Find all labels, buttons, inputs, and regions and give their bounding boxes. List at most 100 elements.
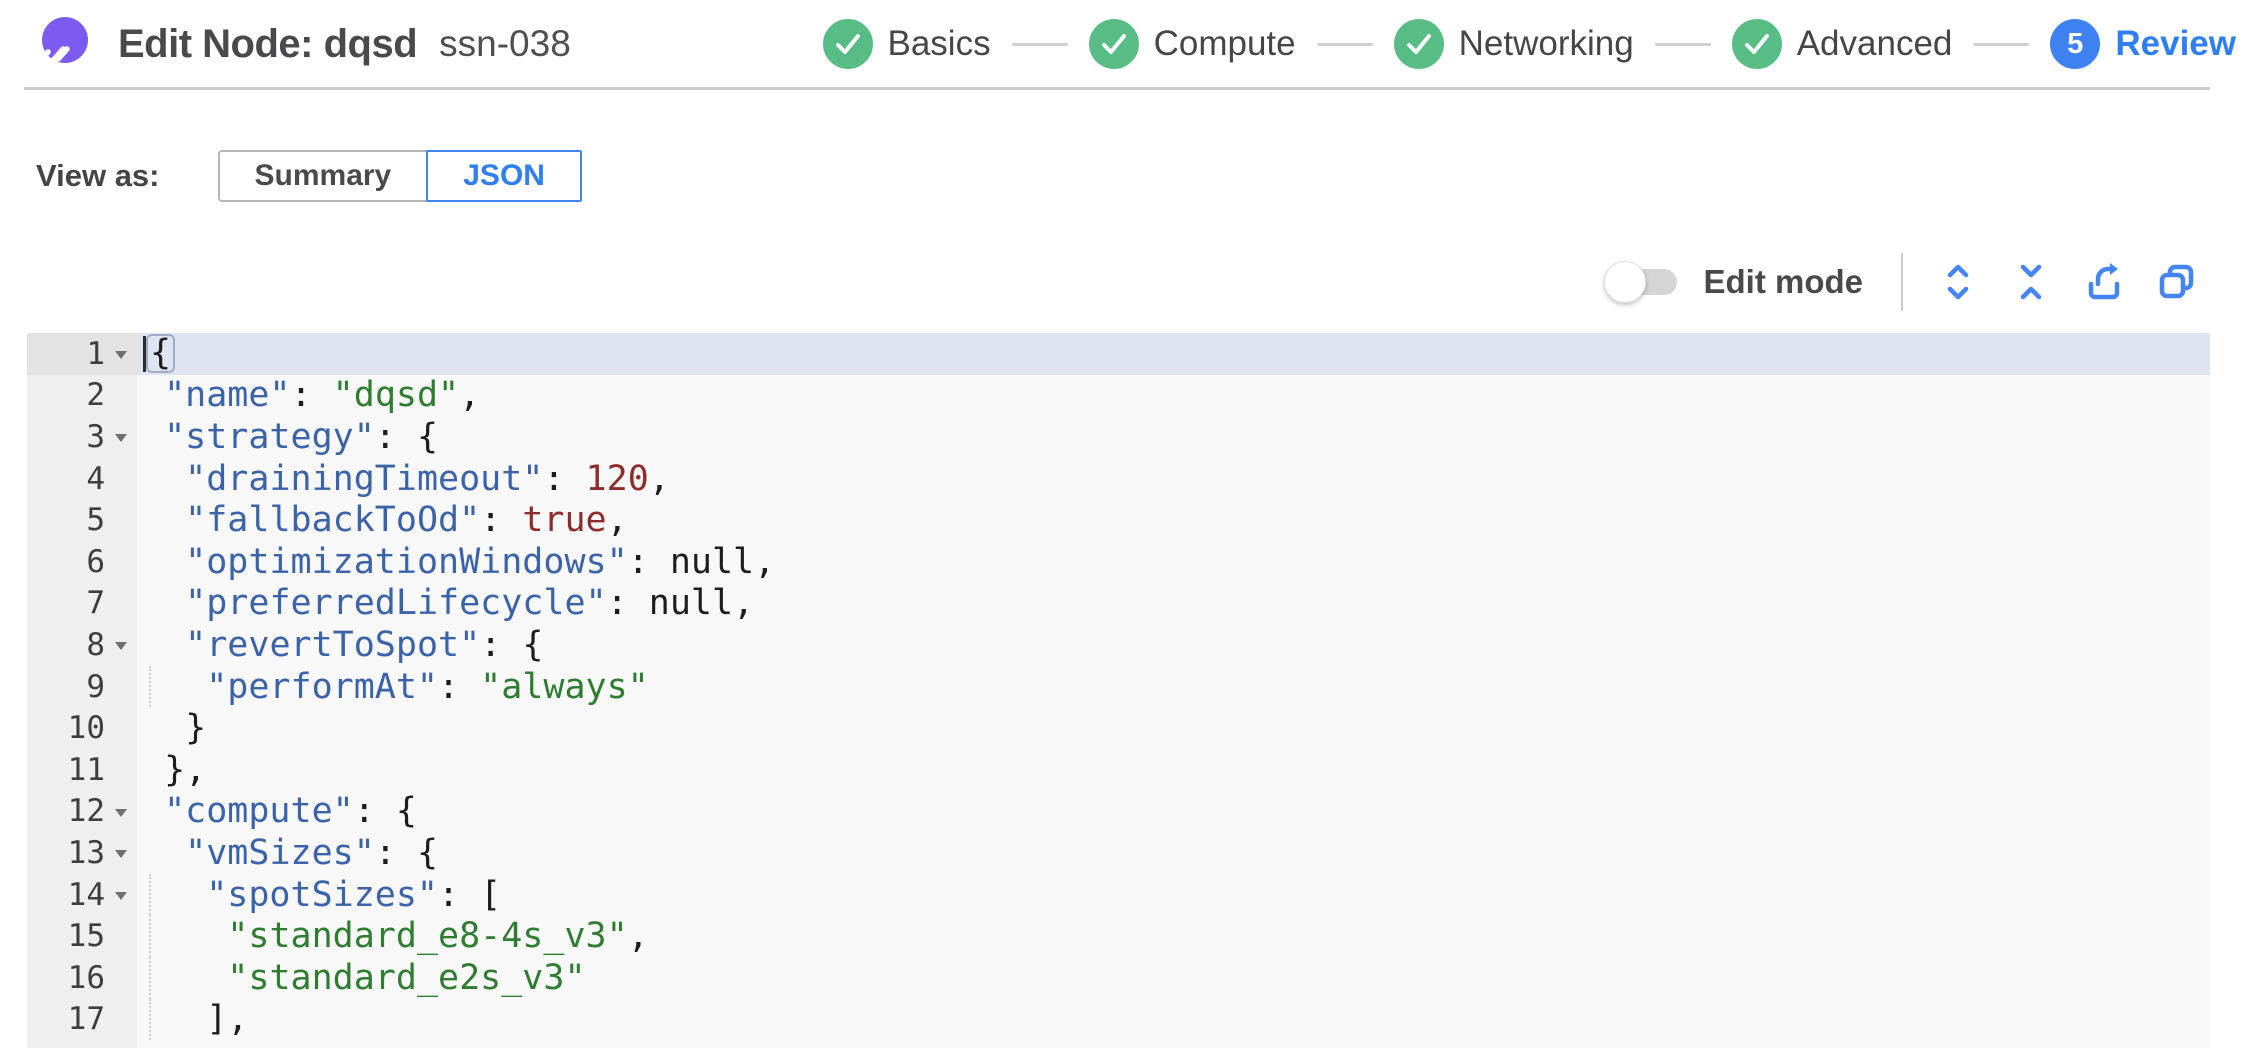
- code-token: "fallbackToOd": [185, 500, 481, 541]
- fold-toggle[interactable]: [105, 416, 137, 458]
- toggle-knob[interactable]: [1604, 261, 1647, 303]
- code-line-text[interactable]: "performAt": "always": [137, 665, 2210, 708]
- line-number-cell: 12: [27, 791, 137, 833]
- indent-guide: [149, 998, 151, 1041]
- edit-mode-toggle[interactable]: [1604, 261, 1678, 303]
- code-line-text[interactable]: "drainingTimeout": 120,: [137, 458, 2210, 500]
- fold-slot-empty: [105, 999, 137, 1041]
- code-token: "revertToSpot": [185, 624, 481, 665]
- code-line-text[interactable]: "preferredLifecycle": null,: [137, 583, 2210, 625]
- check-circle-icon: [1731, 19, 1782, 69]
- fold-toggle[interactable]: [105, 874, 137, 916]
- json-code-editor[interactable]: 1{2 "name": "dqsd",3 "strategy": {4 "dra…: [27, 333, 2210, 1048]
- line-number: 12: [67, 793, 105, 830]
- code-line: 17 ],: [27, 998, 2210, 1041]
- code-line: 16 "standard_e2s_v3": [27, 956, 2210, 999]
- fold-arrow-icon: [115, 808, 127, 817]
- code-token: null: [669, 541, 755, 582]
- code-token: "spotSizes": [206, 874, 439, 915]
- code-line-text[interactable]: "spotSizes": [: [137, 873, 2210, 916]
- code-token: "vmSizes": [185, 832, 375, 873]
- code-token: : {: [353, 791, 417, 832]
- code-line-text[interactable]: "vmSizes": {: [137, 832, 2210, 874]
- line-number-cell: 4: [27, 458, 137, 500]
- step-compute[interactable]: Compute: [1088, 19, 1296, 69]
- code-line-text[interactable]: "revertToSpot": {: [137, 624, 2210, 666]
- code-token: "drainingTimeout": [185, 458, 544, 499]
- fold-arrow-icon: [115, 892, 127, 901]
- code-line-text[interactable]: "name": "dqsd",: [137, 375, 2210, 417]
- code-token: "optimizationWindows": [185, 541, 628, 582]
- line-number-cell: 9: [27, 666, 137, 708]
- code-line-text[interactable]: "optimizationWindows": null,: [137, 541, 2210, 583]
- fold-toggle[interactable]: [105, 333, 137, 375]
- code-line-text[interactable]: ],: [137, 998, 2210, 1041]
- view-as-summary-button[interactable]: Summary: [217, 150, 429, 202]
- code-line-text[interactable]: "fallbackToOd": true,: [137, 499, 2210, 541]
- code-line-text[interactable]: },: [137, 749, 2210, 791]
- code-token: "preferredLifecycle": [185, 583, 607, 624]
- code-token: "standard_e2s_v3": [227, 957, 586, 998]
- fold-toggle[interactable]: [105, 832, 137, 874]
- code-token: ,: [733, 583, 755, 624]
- line-number-cell: 8: [27, 624, 137, 666]
- check-circle-icon: [822, 19, 873, 69]
- code-token: 120: [585, 458, 649, 499]
- step-advanced[interactable]: Advanced: [1731, 19, 1952, 69]
- code-line: 12 "compute": {: [27, 791, 2210, 833]
- code-token: ,: [754, 541, 776, 582]
- fold-slot-empty: [105, 749, 137, 791]
- matched-bracket: {: [146, 334, 176, 374]
- code-token: "compute": [164, 791, 354, 832]
- step-label: Basics: [887, 24, 991, 63]
- code-line-text[interactable]: "standard_e2s_v3": [137, 956, 2210, 999]
- step-number-badge: 5: [2050, 19, 2101, 69]
- step-label: Networking: [1458, 24, 1634, 63]
- code-token: "strategy": [164, 416, 375, 457]
- code-token: "name": [164, 375, 291, 416]
- code-line: 15 "standard_e8-4s_v3",: [27, 915, 2210, 957]
- code-line: 14 "spotSizes": [: [27, 873, 2210, 916]
- code-line-text[interactable]: }: [137, 707, 2210, 749]
- code-line-text[interactable]: "compute": {: [137, 791, 2210, 833]
- step-networking[interactable]: Networking: [1393, 19, 1634, 69]
- collapse-all-icon[interactable]: [2010, 261, 2052, 303]
- code-token: "standard_e8-4s_v3": [227, 916, 628, 957]
- code-line-text[interactable]: "strategy": {: [137, 416, 2210, 458]
- fold-arrow-icon: [115, 642, 127, 651]
- spot-logo-icon: [38, 17, 88, 67]
- fold-toggle[interactable]: [105, 791, 137, 833]
- code-token: ,: [627, 916, 649, 957]
- step-label: Review: [2115, 24, 2236, 63]
- code-token: :: [290, 375, 333, 416]
- line-number: 11: [67, 751, 105, 788]
- line-number: 4: [86, 460, 105, 497]
- export-icon[interactable]: [2083, 261, 2125, 303]
- code-line-text[interactable]: "standard_e8-4s_v3",: [137, 915, 2210, 957]
- node-id: ssn-038: [439, 23, 571, 64]
- copy-icon[interactable]: [2156, 261, 2198, 303]
- code-token: }: [185, 708, 207, 749]
- code-line: 2 "name": "dqsd",: [27, 375, 2210, 417]
- expand-all-icon[interactable]: [1937, 261, 1979, 303]
- line-number-cell: 2: [27, 375, 137, 417]
- line-number: 17: [67, 1001, 105, 1038]
- code-token: "always": [480, 666, 649, 707]
- step-connector: [1316, 42, 1373, 46]
- code-token: :: [606, 583, 649, 624]
- code-line: 9 "performAt": "always": [27, 665, 2210, 708]
- fold-toggle[interactable]: [105, 624, 137, 666]
- line-number: 2: [86, 377, 105, 414]
- step-review[interactable]: 5 Review: [2050, 19, 2236, 69]
- code-token: : {: [374, 832, 439, 873]
- fold-arrow-icon: [115, 434, 127, 443]
- view-as-json-button[interactable]: JSON: [426, 150, 582, 202]
- line-number: 6: [86, 543, 105, 580]
- code-line: 3 "strategy": {: [27, 416, 2210, 458]
- code-token: ,: [648, 458, 670, 499]
- code-token: ,: [459, 375, 481, 416]
- code-line-text[interactable]: {: [137, 333, 2210, 375]
- step-basics[interactable]: Basics: [822, 19, 991, 69]
- fold-slot-empty: [105, 583, 137, 625]
